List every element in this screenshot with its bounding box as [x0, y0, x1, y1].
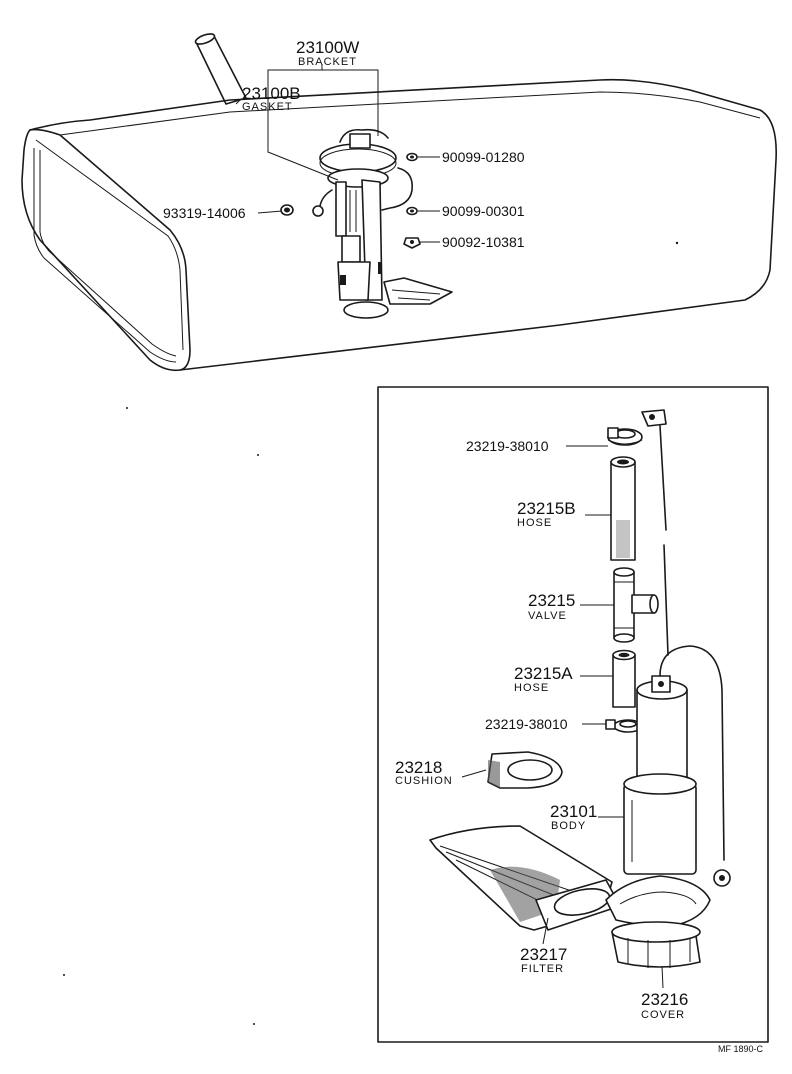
- label-23100W-name: BRACKET: [298, 56, 357, 68]
- filter-23217: [429, 825, 621, 931]
- label-23215-name: VALVE: [528, 610, 567, 622]
- pump-bracket-assembly: [312, 128, 453, 319]
- label-23101-part: 23101: [550, 802, 597, 821]
- label-93319-14006: 93319-14006: [163, 205, 246, 221]
- label-23217-part: 23217: [520, 945, 567, 964]
- cushion-23218: [487, 751, 563, 789]
- leader-lines-top: [235, 64, 440, 243]
- clamp-lower: [605, 719, 643, 733]
- label-23219-38010-lower: 23219-38010: [485, 716, 568, 732]
- label-23100B-part: 23100B: [242, 84, 301, 103]
- label-90092-10381: 90092-10381: [442, 234, 525, 250]
- hardware-90099-00301: [406, 206, 418, 216]
- hose-23215A: [612, 649, 636, 708]
- label-23100B-name: GASKET: [242, 101, 293, 113]
- label-90099-01280: 90099-01280: [442, 149, 525, 165]
- fuel-tank: [21, 33, 777, 1025]
- hose-23215B: [610, 456, 636, 561]
- label-23217-name: FILTER: [521, 963, 564, 975]
- hardware-90099-01280: [406, 152, 418, 162]
- pump-body-23101: [623, 645, 731, 887]
- label-23216-name: COVER: [641, 1009, 685, 1021]
- sender-wire-top: [641, 409, 669, 656]
- detail-frame: [377, 386, 769, 1043]
- valve-23215: [613, 567, 659, 643]
- leader-lines-detail: [461, 445, 664, 989]
- label-90099-00301: 90099-00301: [442, 203, 525, 219]
- label-23215B-name: HOSE: [517, 517, 552, 529]
- label-23219-38010-upper: 23219-38010: [466, 438, 549, 454]
- label-23215A-name: HOSE: [514, 682, 549, 694]
- drawing-code: MF 1890-C: [718, 1044, 764, 1054]
- clamp-upper: [607, 427, 643, 446]
- cover-23216: [605, 875, 711, 968]
- label-23218-name: CUSHION: [395, 775, 453, 787]
- label-23215B-part: 23215B: [517, 499, 576, 518]
- label-23101-name: BODY: [551, 820, 586, 832]
- label-23215A-part: 23215A: [514, 664, 573, 683]
- hardware-90092-10381: [403, 237, 421, 249]
- label-23215-part: 23215: [528, 591, 575, 610]
- label-23100W-part: 23100W: [296, 38, 359, 57]
- hardware-93319-14006: [280, 204, 294, 216]
- label-23216-part: 23216: [641, 990, 688, 1009]
- label-23218-part: 23218: [395, 758, 442, 777]
